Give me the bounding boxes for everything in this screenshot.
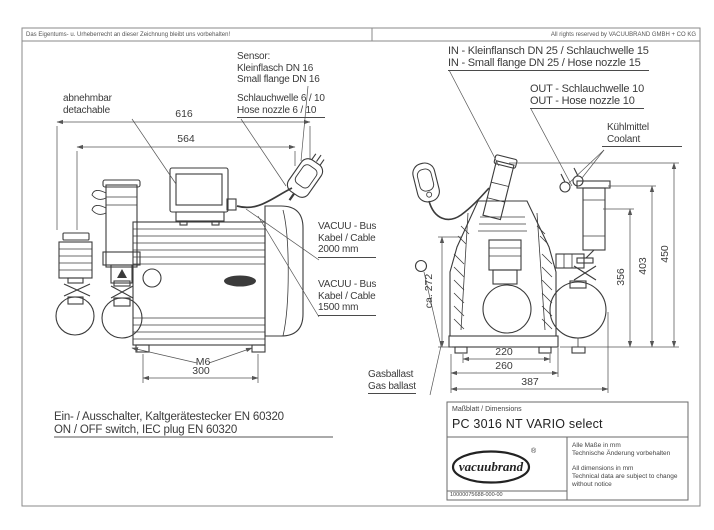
title-block-product-name: PC 3016 NT VARIO select [452,417,603,431]
page-frame [21,27,701,507]
title-block-notes-en: All dimensions in mm Technical data are … [572,465,678,488]
label-bus1500-line2: Kabel / Cable [318,290,376,302]
note-de1: Alle Maße in mm [572,442,621,449]
note-en2: Technical data are subject to change [572,472,678,480]
label-sensor-de: Kleinflasch DN 16 [237,62,314,74]
dim-foot-depth: 220 [495,346,513,358]
label-inlet-de: IN - Kleinflansch DN 25 / Schlauchwelle … [448,45,649,57]
dim-inner-width: 564 [177,133,195,145]
label-inlet-en: IN - Small flange DN 25 / Hose nozzle 15 [448,56,641,69]
note-en3: without notice [572,480,612,488]
label-switch-de: Ein- / Ausschalter, Kaltgerätestecker EN… [54,411,284,423]
copyright-notice-de: Das Eigentums- u. Urheberrecht an dieser… [26,32,231,38]
left-view-drawing [55,153,325,353]
vacuubrand-logo: vacuubrand [458,459,524,474]
label-detachable: abnehmbar detachable [63,93,112,116]
label-hose6-en: Hose nozzle 6 / 10 [237,104,317,116]
title-block-notes-de: Alle Maße in mm Technische Änderung vorb… [572,442,670,458]
label-gas-ballast: Gasballast Gas ballast [368,369,416,394]
label-switch-en: ON / OFF switch, IEC plug EN 60320 [54,424,238,436]
dim-overall-width: 616 [175,108,193,120]
dimension-linework [56,119,679,393]
label-hose-nozzle-6-10: Schlauchwelle 6 / 10 Hose nozzle 6 / 10 [237,93,325,118]
label-coolant: Kühlmittel Coolant [602,122,682,147]
label-power-switch: Ein- / Ausschalter, Kaltgerätestecker EN… [54,411,284,437]
registered-trademark-symbol: ® [531,448,537,455]
label-sensor: Sensor: Kleinflasch DN 16 Small flange D… [237,51,320,86]
copyright-notice-en: All rights reserved by VACUUBRAND GMBH +… [550,32,696,38]
title-block-sheet-label: Maßblatt / Dimensions [452,406,522,413]
dim-base-depth: 260 [495,360,513,372]
dim-overall-depth: 387 [521,376,539,388]
label-bus2000-line2: Kabel / Cable [318,232,376,244]
dim-foot-spacing: 300 [192,365,210,377]
label-coolant-en: Coolant [607,133,641,145]
label-coolant-de: Kühlmittel [607,122,649,133]
label-detachable-de: abnehmbar [63,93,112,104]
label-bus1500-line3: 1500 mm [318,302,359,313]
dim-height-356: 356 [615,268,627,286]
label-bus1500-line1: VACUU - Bus [318,279,377,290]
note-en1: All dimensions in mm [572,465,634,472]
label-sensor-title: Sensor: [237,51,271,62]
label-vacuu-bus-2000: VACUU - Bus Kabel / Cable 2000 mm [318,221,376,258]
dim-height-450: 450 [659,245,671,263]
label-bus2000-line1: VACUU - Bus [318,221,377,232]
dim-height-403: 403 [637,257,649,275]
note-de2: Technische Änderung vorbehalten [572,449,671,457]
label-bus2000-line3: 2000 mm [318,244,359,255]
label-outlet-en: OUT - Hose nozzle 10 [530,94,635,107]
label-inlet: IN - Kleinflansch DN 25 / Schlauchwelle … [448,45,649,71]
label-gasballast-de: Gasballast [368,369,414,380]
label-vacuu-bus-1500: VACUU - Bus Kabel / Cable 1500 mm [318,279,376,316]
dim-height-approx: ca. 272 [423,273,435,309]
label-outlet-de: OUT - Schlauchwelle 10 [530,83,645,95]
label-outlet: OUT - Schlauchwelle 10 OUT - Hose nozzle… [530,83,645,109]
label-detachable-en: detachable [63,104,110,116]
leader-lines [54,69,605,438]
dim-thread: M6 [195,356,211,368]
label-gasballast-en: Gas ballast [368,380,416,392]
title-block-frame [446,401,689,501]
document-number: 10000075688-000-00 [450,492,503,498]
right-view-drawing [412,154,611,354]
label-hose6-de: Schlauchwelle 6 / 10 [237,93,325,104]
label-sensor-en: Small flange DN 16 [237,74,320,85]
